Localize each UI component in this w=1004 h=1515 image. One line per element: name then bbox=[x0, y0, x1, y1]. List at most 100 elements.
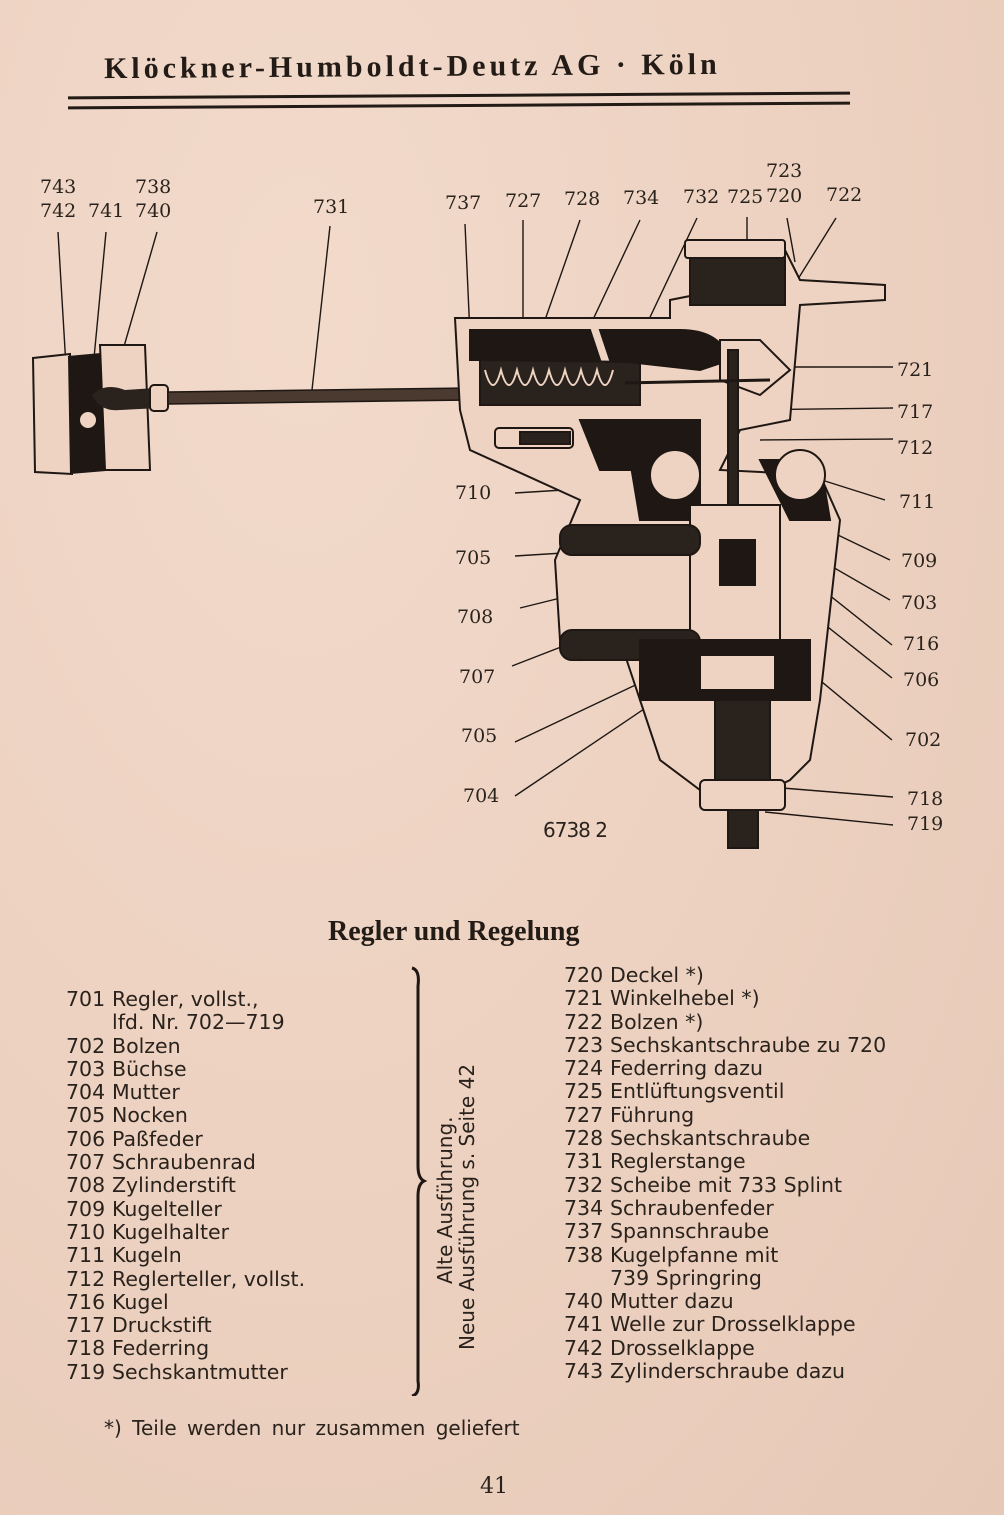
callout-706: 706 bbox=[903, 669, 940, 691]
bracket-note-line-2: Neue Ausführung s. Seite 42 bbox=[455, 1063, 479, 1350]
part-number: 742 bbox=[564, 1335, 604, 1360]
callout-725: 725 bbox=[727, 186, 764, 208]
section-title: Regler und Regelung bbox=[328, 916, 580, 947]
callout-718: 718 bbox=[907, 788, 944, 810]
governor-cross-section-drawing bbox=[31, 217, 894, 849]
callout-716: 716 bbox=[903, 633, 940, 655]
part-number: 724 bbox=[564, 1056, 604, 1081]
part-number: 704 bbox=[66, 1080, 106, 1105]
part-name: Zylinderschraube dazu bbox=[610, 1359, 846, 1384]
part-number: 719 bbox=[66, 1359, 106, 1384]
part-name: Mutter bbox=[112, 1080, 180, 1105]
part-name: Nocken bbox=[112, 1103, 188, 1128]
callout-705-lower: 705 bbox=[461, 725, 498, 747]
part-name-continuation: 739 Springring bbox=[610, 1265, 762, 1290]
part-name: Welle zur Drosselklappe bbox=[610, 1312, 856, 1337]
callout-723: 723 bbox=[766, 160, 803, 182]
callout-712: 712 bbox=[897, 437, 934, 459]
callout-719: 719 bbox=[907, 813, 944, 835]
part-name: Druckstift bbox=[112, 1313, 212, 1338]
callout-717: 717 bbox=[897, 401, 934, 423]
callout-734: 734 bbox=[623, 187, 660, 209]
callout-727: 727 bbox=[505, 190, 542, 212]
part-number: 716 bbox=[66, 1289, 106, 1314]
part-name: Entlüftungsventil bbox=[610, 1079, 785, 1104]
callout-708: 708 bbox=[457, 606, 494, 628]
part-number: 717 bbox=[66, 1313, 106, 1338]
part-number: 728 bbox=[564, 1126, 604, 1151]
part-number: 741 bbox=[564, 1312, 604, 1337]
part-number: 701 bbox=[66, 987, 106, 1011]
part-name: Reglerstange bbox=[610, 1149, 746, 1174]
part-number: 721 bbox=[564, 986, 604, 1011]
part-number: 707 bbox=[66, 1150, 106, 1175]
callout-720: 720 bbox=[766, 185, 803, 207]
callout-732: 732 bbox=[683, 186, 720, 208]
part-name: Drosselklappe bbox=[610, 1335, 755, 1360]
part-name: Bolzen *) bbox=[610, 1009, 704, 1034]
callout-743: 743 bbox=[40, 176, 77, 198]
part-number: 731 bbox=[564, 1149, 604, 1174]
callout-703: 703 bbox=[901, 592, 938, 614]
part-name: Winkelhebel *) bbox=[610, 986, 760, 1011]
part-number: 727 bbox=[564, 1102, 604, 1127]
part-name: Federring bbox=[112, 1336, 210, 1361]
callout-711: 711 bbox=[899, 491, 936, 513]
callout-741: 741 bbox=[88, 200, 125, 222]
regulator-rod bbox=[167, 387, 471, 405]
callout-702: 702 bbox=[905, 729, 942, 751]
part-name: Scheibe mit 733 Splint bbox=[610, 1172, 843, 1197]
part-name: Reglerteller, vollst. bbox=[112, 1266, 306, 1291]
part-number: 718 bbox=[66, 1336, 106, 1361]
part-name: Schraubenrad bbox=[112, 1150, 256, 1175]
callout-705-upper: 705 bbox=[455, 547, 492, 569]
part-number: 723 bbox=[564, 1032, 604, 1057]
part-number: 720 bbox=[564, 963, 604, 987]
part-name: Deckel *) bbox=[610, 963, 704, 987]
part-number: 734 bbox=[564, 1195, 604, 1220]
part-name: Führung bbox=[610, 1102, 695, 1127]
part-number: 710 bbox=[66, 1219, 106, 1244]
part-name: Kugeln bbox=[112, 1243, 182, 1268]
part-name: Mutter dazu bbox=[610, 1289, 734, 1314]
footnote: *) Teile werden nur zusammen geliefert bbox=[104, 1416, 520, 1440]
part-name: Sechskantmutter bbox=[112, 1359, 288, 1384]
spring-coils bbox=[484, 366, 614, 386]
part-name-continuation: lfd. Nr. 702—719 bbox=[112, 1010, 285, 1035]
callout-721: 721 bbox=[897, 359, 934, 381]
part-name: Regler, vollst., bbox=[112, 987, 259, 1011]
part-number: 737 bbox=[564, 1219, 604, 1244]
callout-737: 737 bbox=[445, 192, 482, 214]
governor-housing bbox=[453, 239, 886, 849]
callout-704: 704 bbox=[463, 785, 500, 807]
bracket-brace bbox=[411, 966, 428, 1396]
part-number: 722 bbox=[564, 1009, 604, 1034]
part-number: 725 bbox=[564, 1079, 604, 1104]
part-number: 743 bbox=[564, 1359, 604, 1384]
part-name: Kugel bbox=[112, 1289, 169, 1314]
part-name: Büchse bbox=[112, 1056, 187, 1081]
part-name: Federring dazu bbox=[610, 1056, 763, 1081]
callout-738: 738 bbox=[135, 176, 172, 198]
callout-742: 742 bbox=[40, 200, 77, 222]
part-name: Sechskantschraube bbox=[610, 1126, 811, 1151]
callout-722: 722 bbox=[826, 184, 863, 206]
